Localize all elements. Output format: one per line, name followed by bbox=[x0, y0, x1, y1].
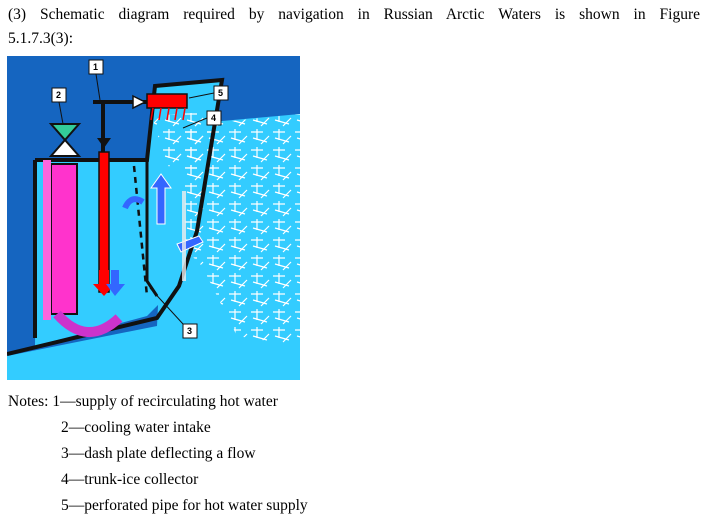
intro-line-2: 5.1.7.3(3): bbox=[8, 30, 74, 47]
callout-1: 1 bbox=[88, 59, 104, 101]
note-item-1: Notes: 1—supply of recirculating hot wat… bbox=[8, 389, 308, 415]
intake-tank bbox=[50, 163, 78, 315]
intro-line-1: (3) Schematic diagram required by naviga… bbox=[8, 6, 700, 23]
tank-side bbox=[43, 160, 51, 320]
dash-plate bbox=[145, 160, 159, 297]
valve-2-base-icon bbox=[48, 138, 82, 157]
trunk-ice bbox=[152, 111, 217, 171]
grating bbox=[182, 191, 186, 281]
down-arrow-red-icon bbox=[93, 270, 115, 296]
notes-heading: Notes: bbox=[8, 393, 53, 410]
note-item-2: 2—cooling water intake bbox=[61, 419, 211, 436]
ice-field bbox=[182, 114, 300, 346]
schematic-figure: 1 2 5 4 3 bbox=[7, 56, 300, 380]
note-text-1: 1—supply of recirculating hot water bbox=[52, 393, 278, 410]
svg-text:1: 1 bbox=[93, 62, 98, 72]
svg-text:2: 2 bbox=[56, 90, 61, 100]
callout-3: 3 bbox=[149, 287, 198, 339]
notes-block: Notes: 1—supply of recirculating hot wat… bbox=[8, 389, 308, 519]
up-arrow-icon bbox=[150, 173, 172, 225]
svg-text:3: 3 bbox=[187, 326, 192, 336]
note-item-4: 4—trunk-ice collector bbox=[61, 471, 199, 488]
swirl-arrow-icon bbox=[122, 196, 145, 210]
callout-5: 5 bbox=[188, 85, 229, 101]
note-item-3: 3—dash plate deflecting a flow bbox=[61, 445, 256, 462]
down-arrow-blue-icon bbox=[106, 270, 125, 296]
perforated-jets bbox=[150, 107, 186, 121]
valve-2-icon bbox=[48, 123, 82, 142]
note-item-5: 5—perforated pipe for hot water supply bbox=[61, 497, 308, 514]
callout-2: 2 bbox=[51, 87, 67, 125]
perforated-pipe bbox=[146, 93, 188, 109]
svg-text:4: 4 bbox=[211, 113, 216, 123]
callout-4: 4 bbox=[182, 110, 222, 129]
valve-5-icon bbox=[132, 94, 147, 110]
hull-outline bbox=[7, 77, 225, 356]
valve-1-icon bbox=[97, 138, 111, 148]
return-flow bbox=[53, 310, 123, 338]
svg-text:5: 5 bbox=[218, 88, 223, 98]
